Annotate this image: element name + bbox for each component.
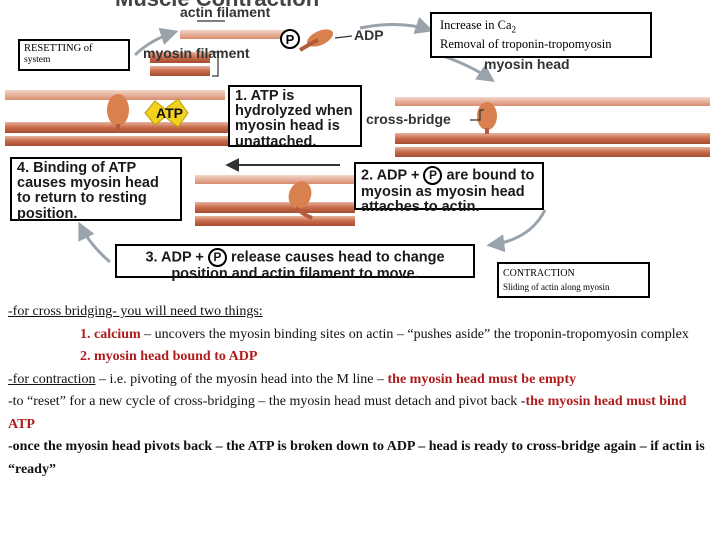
label-adp: ADP	[354, 27, 384, 43]
note-calcium: 1. calcium – uncovers the myosin binding…	[80, 326, 689, 342]
step-2-text-b: are bound to myosin as myosin head attac…	[361, 167, 535, 216]
step-1-text: 1. ATP is hydrolyzed when myosin head is…	[235, 88, 353, 150]
label-p-top: P	[286, 32, 295, 47]
resetting-title: RESETTING of	[24, 43, 93, 54]
calcium-subtitle: Removal of troponin-tropomyosin	[440, 36, 612, 51]
step-3-box: 3. ADP + P release causes head to change…	[115, 244, 475, 282]
step-3-text-b: release causes head to change position a…	[171, 249, 445, 282]
explanation-notes: -for cross bridging- you will need two t…	[8, 301, 712, 481]
filament-set-right	[395, 97, 710, 157]
note-cross-bridging-intro: -for cross bridging- you will need two t…	[8, 304, 263, 319]
contraction-box: CONTRACTION Sliding of actin along myosi…	[497, 262, 650, 298]
resetting-subtitle: system	[24, 55, 51, 65]
note-myosin-adp: 2. myosin head bound to ADP	[80, 349, 258, 364]
note-reset: -to “reset” for a new cycle of cross-bri…	[8, 394, 687, 432]
label-myosin-filament: myosin filament	[143, 45, 250, 61]
calcium-title: Increase in Ca2	[440, 18, 516, 35]
p-circle-icon: P	[423, 166, 443, 185]
label-atp: ATP	[156, 105, 183, 121]
step-3-text-a: 3. ADP +	[145, 249, 204, 266]
note-pivot-back: -once the myosin head pivots back – the …	[8, 439, 705, 477]
p-circle-top	[280, 29, 300, 49]
contraction-title: CONTRACTION	[503, 268, 575, 279]
cross-bridge-cycle-diagram: Muscle Contraction	[5, 0, 710, 298]
label-cross-bridge: cross-bridge	[366, 111, 451, 127]
step-1-box: 1. ATP is hydrolyzed when myosin head is…	[228, 85, 362, 150]
filament-set-top	[150, 29, 334, 76]
p-circle-icon: P	[207, 248, 227, 267]
filament-set-left	[5, 90, 230, 146]
label-myosin-head: myosin head	[484, 56, 570, 72]
step-4-box: 4. Binding of ATP causes myosin head to …	[10, 157, 182, 221]
label-actin-filament: actin filament	[180, 4, 271, 20]
diagram-artwork: Muscle Contraction	[5, 0, 710, 264]
resetting-box: RESETTING of system	[18, 39, 130, 71]
top-title: Muscle Contraction	[115, 0, 319, 11]
note-contraction: -for contraction – i.e. pivoting of the …	[8, 371, 577, 387]
filament-set-bottom	[195, 175, 360, 226]
calcium-box: Increase in Ca2 Removal of troponin-trop…	[430, 12, 652, 58]
contraction-subtitle: Sliding of actin along myosin	[503, 281, 610, 292]
step-2-box: 2. ADP + P are bound to myosin as myosin…	[354, 162, 544, 215]
step-4-text: 4. Binding of ATP causes myosin head to …	[17, 160, 159, 222]
step-2-text-a: 2. ADP +	[361, 167, 420, 184]
